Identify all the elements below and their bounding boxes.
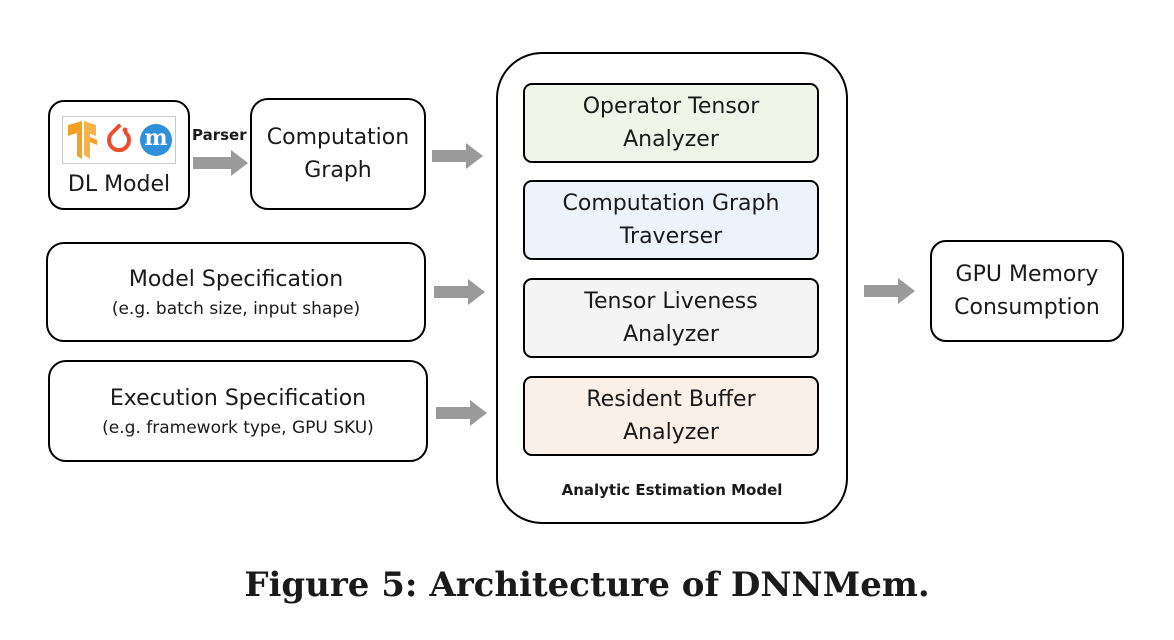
resident-buffer-analyzer-line2: Analyzer xyxy=(623,420,719,445)
parser-arrow xyxy=(193,150,248,176)
model-spec-detail: (e.g. batch size, input shape) xyxy=(111,298,361,319)
parser-label: Parser xyxy=(192,126,247,144)
tensor-liveness-analyzer-box: Tensor Liveness Analyzer xyxy=(523,278,819,358)
computation-graph-line2: Graph xyxy=(304,158,372,183)
operator-tensor-analyzer-line2: Analyzer xyxy=(623,127,719,152)
graph-to-model-arrow xyxy=(432,143,483,169)
operator-tensor-analyzer-line1: Operator Tensor xyxy=(582,94,760,119)
gpu-memory-consumption-box: GPU Memory Consumption xyxy=(930,240,1124,342)
exec-spec-to-model-arrow xyxy=(436,400,487,426)
framework-logos: m xyxy=(62,116,176,164)
computation-graph-traverser-box: Computation Graph Traverser xyxy=(523,180,819,260)
tensor-liveness-analyzer-line1: Tensor Liveness xyxy=(584,289,758,314)
execution-spec-detail: (e.g. framework type, GPU SKU) xyxy=(102,417,374,438)
computation-graph-traverser-line1: Computation Graph xyxy=(562,191,780,216)
mxnet-glyph: m xyxy=(144,125,168,151)
computation-graph-box: Computation Graph xyxy=(250,98,426,210)
tensorflow-icon xyxy=(68,121,97,159)
gpu-memory-line1: GPU Memory xyxy=(955,262,1099,287)
tensor-liveness-analyzer-line2: Analyzer xyxy=(623,322,719,347)
analytic-estimation-model-label: Analytic Estimation Model xyxy=(561,481,783,499)
computation-graph-line1: Computation xyxy=(266,125,410,150)
execution-spec-title: Execution Specification xyxy=(109,385,367,411)
model-spec-to-model-arrow xyxy=(434,279,485,305)
computation-graph-traverser-line2: Traverser xyxy=(619,224,723,249)
execution-spec-box: Execution Specification (e.g. framework … xyxy=(48,360,428,462)
resident-buffer-analyzer-line1: Resident Buffer xyxy=(586,387,756,412)
model-spec-box: Model Specification (e.g. batch size, in… xyxy=(46,242,426,342)
model-to-output-arrow xyxy=(864,278,915,304)
resident-buffer-analyzer-box: Resident Buffer Analyzer xyxy=(523,376,819,456)
dl-model-label: DL Model xyxy=(67,172,171,197)
figure-caption: Figure 5: Architecture of DNNMem. xyxy=(244,565,930,605)
pytorch-icon xyxy=(107,124,131,153)
operator-tensor-analyzer-box: Operator Tensor Analyzer xyxy=(523,83,819,163)
model-spec-title: Model Specification xyxy=(128,266,344,292)
dl-model-box: m DL Model xyxy=(48,100,190,210)
mxnet-icon: m xyxy=(140,124,172,156)
gpu-memory-line2: Consumption xyxy=(954,295,1100,320)
